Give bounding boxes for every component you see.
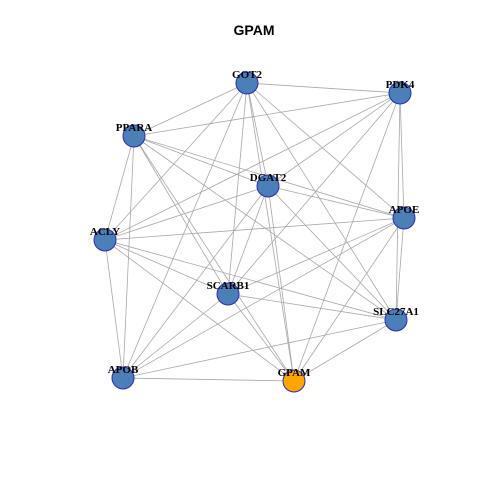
node-acly[interactable]: ACLY	[90, 226, 120, 252]
edge-apoe-slc27a1	[395, 217, 405, 321]
edge-got2-dgat2	[246, 82, 269, 187]
node-circle-pdk4[interactable]	[388, 81, 412, 105]
node-label-acly: ACLY	[90, 226, 120, 238]
node-label-apoe: APOE	[389, 204, 420, 216]
edge-apoe-gpam	[293, 217, 405, 382]
edge-ppara-gpam	[133, 135, 295, 382]
edge-pdk4-acly	[104, 92, 401, 241]
node-label-ppara: PPARA	[116, 122, 153, 134]
edge-ppara-dgat2	[133, 135, 269, 187]
node-label-pdk4: PDK4	[386, 79, 415, 91]
edge-pdk4-ppara	[133, 92, 401, 137]
node-circle-apob[interactable]	[111, 366, 135, 390]
edge-dgat2-acly	[104, 185, 269, 241]
graph-title: GPAM	[234, 22, 275, 38]
node-circle-acly[interactable]	[93, 228, 117, 252]
edge-apoe-apob	[122, 217, 405, 379]
node-circle-gpam[interactable]	[282, 369, 306, 393]
edge-got2-scarb1	[227, 82, 248, 295]
edge-apob-gpam	[122, 377, 295, 382]
edge-slc27a1-gpam	[293, 319, 397, 382]
node-label-apob: APOB	[108, 364, 139, 376]
node-pdk4[interactable]: PDK4	[386, 79, 415, 105]
edge-got2-apob	[122, 82, 248, 379]
edge-dgat2-gpam	[267, 185, 295, 382]
edge-scarb1-apob	[122, 293, 229, 379]
node-gpam[interactable]: GPAM	[278, 367, 311, 393]
edge-apoe-scarb1	[227, 217, 405, 295]
node-label-scarb1: SCARB1	[207, 280, 250, 292]
edge-ppara-apob	[122, 135, 135, 379]
node-slc27a1[interactable]: SLC27A1	[373, 306, 419, 332]
edge-ppara-acly	[104, 135, 135, 241]
edge-got2-pdk4	[246, 82, 401, 94]
node-label-got2: GOT2	[232, 69, 262, 81]
edge-pdk4-dgat2	[267, 92, 401, 187]
edge-acly-slc27a1	[104, 239, 397, 321]
edge-acly-apob	[104, 239, 124, 379]
node-circle-apoe[interactable]	[392, 206, 416, 230]
node-label-slc27a1: SLC27A1	[373, 306, 419, 318]
node-circle-got2[interactable]	[235, 71, 259, 95]
edge-acly-gpam	[104, 239, 295, 382]
node-circle-dgat2[interactable]	[256, 174, 280, 198]
node-circle-ppara[interactable]	[122, 124, 146, 148]
edge-dgat2-apob	[122, 185, 269, 379]
edge-apoe-acly	[104, 217, 405, 241]
edge-got2-acly	[104, 82, 248, 241]
edge-got2-slc27a1	[246, 82, 397, 321]
edge-pdk4-scarb1	[227, 92, 401, 295]
edge-scarb1-gpam	[227, 293, 295, 382]
edge-acly-scarb1	[104, 239, 229, 295]
edge-got2-apoe	[246, 82, 405, 219]
node-ppara[interactable]: PPARA	[116, 122, 153, 148]
node-got2[interactable]: GOT2	[232, 69, 262, 95]
edge-dgat2-scarb1	[227, 185, 269, 295]
edge-scarb1-slc27a1	[227, 293, 397, 321]
node-dgat2[interactable]: DGAT2	[250, 172, 287, 198]
edge-dgat2-slc27a1	[267, 185, 397, 321]
node-apob[interactable]: APOB	[108, 364, 139, 390]
edge-pdk4-gpam	[293, 92, 401, 382]
edge-dgat2-apoe	[267, 185, 405, 219]
edge-got2-ppara	[133, 82, 248, 137]
node-circle-scarb1[interactable]	[216, 282, 240, 306]
node-label-gpam: GPAM	[278, 367, 311, 379]
edge-slc27a1-apob	[122, 319, 397, 379]
node-apoe[interactable]: APOE	[389, 204, 420, 230]
edge-pdk4-slc27a1	[395, 92, 401, 321]
node-label-dgat2: DGAT2	[250, 172, 287, 184]
node-circle-slc27a1[interactable]	[384, 308, 408, 332]
node-scarb1[interactable]: SCARB1	[207, 280, 250, 306]
edge-pdk4-apoe	[399, 92, 405, 219]
